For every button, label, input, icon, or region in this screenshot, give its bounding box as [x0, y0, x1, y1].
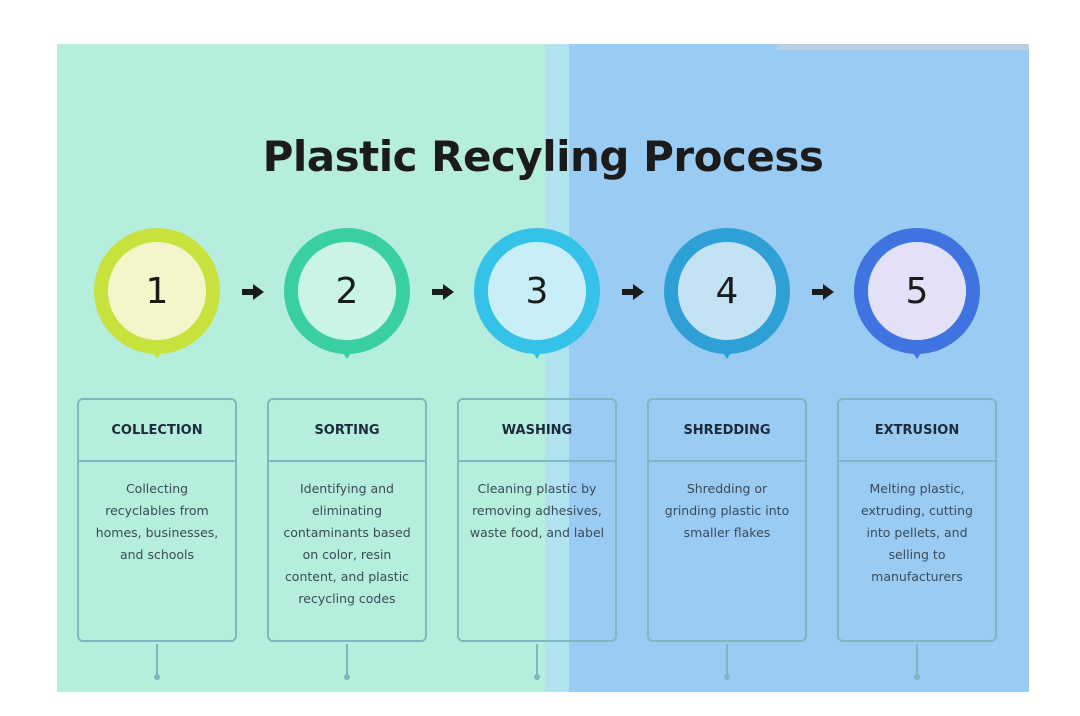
step-number: 1: [108, 242, 206, 340]
ring-pointer: [528, 345, 546, 359]
arrow-right-icon: [242, 284, 264, 300]
step-description: Shredding or grinding plastic into small…: [664, 481, 790, 540]
step-number-ring: 2: [284, 228, 410, 354]
step-label: SHREDDING: [649, 400, 805, 462]
ring-pointer: [338, 345, 356, 359]
step-card: SHREDDING Shredding or grinding plastic …: [647, 398, 807, 642]
step-number-ring: 3: [474, 228, 600, 354]
ring-pointer: [148, 345, 166, 359]
ring-pointer: [718, 345, 736, 359]
background-top-band: [777, 44, 1029, 50]
step-card: SORTING Identifying and eliminating cont…: [267, 398, 427, 642]
background-left-panel: [57, 44, 545, 692]
step-label: WASHING: [459, 400, 615, 462]
step-description: Identifying and eliminating contaminants…: [283, 481, 411, 606]
card-stem-dot: [154, 674, 160, 680]
step-label: SORTING: [269, 400, 425, 462]
step-1: 1 COLLECTION Collecting recyclables from…: [74, 44, 240, 692]
step-4: 4 SHREDDING Shredding or grinding plasti…: [644, 44, 810, 692]
step-description: Cleaning plastic by removing adhesives, …: [469, 481, 605, 540]
step-number: 2: [298, 242, 396, 340]
card-stem: [536, 644, 538, 680]
step-card: EXTRUSION Melting plastic, extruding, cu…: [837, 398, 997, 642]
step-number: 4: [678, 242, 776, 340]
step-2: 2 SORTING Identifying and eliminating co…: [264, 44, 430, 692]
diagram-board: Plastic Recyling Process 1 COLLECTION Co…: [57, 44, 1029, 692]
card-stem: [156, 644, 158, 680]
step-card: COLLECTION Collecting recyclables from h…: [77, 398, 237, 642]
step-description: Melting plastic, extruding, cutting into…: [861, 481, 973, 584]
card-stem-dot: [344, 674, 350, 680]
arrow-right-icon: [622, 284, 644, 300]
ring-pointer: [908, 345, 926, 359]
step-number: 3: [488, 242, 586, 340]
arrow-right-icon: [812, 284, 834, 300]
step-number-ring: 4: [664, 228, 790, 354]
diagram-title: Plastic Recyling Process: [262, 132, 824, 181]
card-stem-dot: [724, 674, 730, 680]
background-right-panel: [569, 44, 1029, 692]
step-description: Collecting recyclables from homes, busin…: [95, 481, 219, 562]
card-stem: [916, 644, 918, 680]
step-number-ring: 1: [94, 228, 220, 354]
arrow-right-icon: [432, 284, 454, 300]
step-3: 3 WASHING Cleaning plastic by removing a…: [454, 44, 620, 692]
background-middle-strip: [545, 44, 569, 692]
step-label: EXTRUSION: [839, 400, 995, 462]
card-stem: [346, 644, 348, 680]
step-card: WASHING Cleaning plastic by removing adh…: [457, 398, 617, 642]
step-number: 5: [868, 242, 966, 340]
step-5: 5 EXTRUSION Melting plastic, extruding, …: [834, 44, 1000, 692]
step-label: COLLECTION: [79, 400, 235, 462]
card-stem-dot: [914, 674, 920, 680]
card-stem-dot: [534, 674, 540, 680]
step-number-ring: 5: [854, 228, 980, 354]
card-stem: [726, 644, 728, 680]
